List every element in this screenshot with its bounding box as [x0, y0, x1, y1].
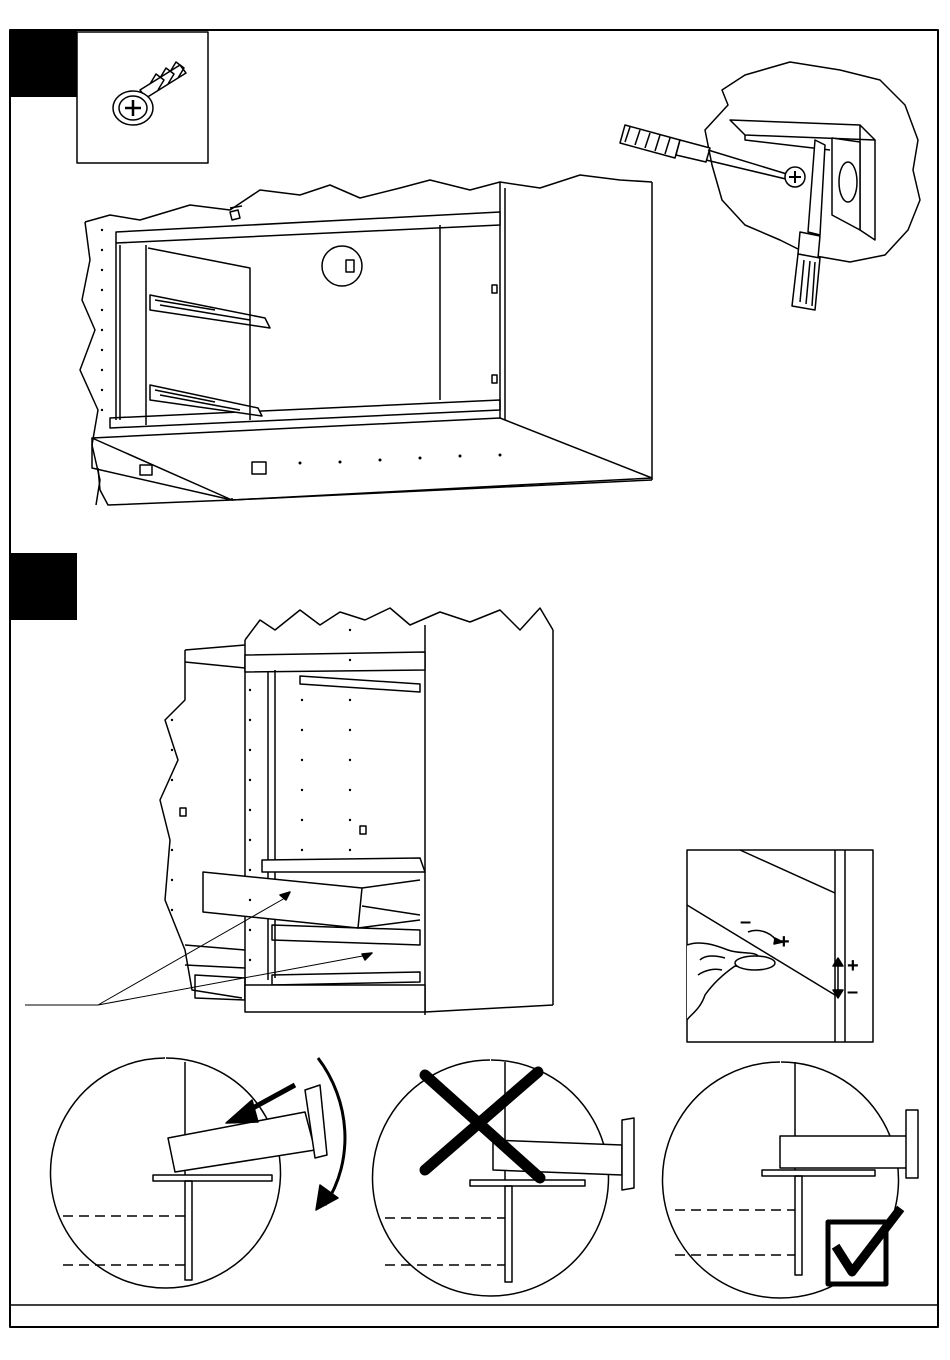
height-plus-sign: + [847, 955, 859, 977]
hand-icon [687, 943, 760, 1020]
drawer-insertion-detail-correct [662, 1062, 918, 1298]
bracket-detail [620, 62, 920, 310]
screwdriver-icon-vertical [792, 140, 825, 310]
cabinet-step1 [80, 175, 652, 505]
step-marker-2 [10, 553, 77, 620]
cabinet-step1-torn-top [85, 175, 652, 222]
height-minus-sign: – [847, 981, 858, 1003]
step-marker-1 [10, 30, 77, 97]
screw-part-box [77, 32, 208, 163]
wardrobe-step2 [25, 608, 553, 1015]
rotate-minus-sign: – [740, 911, 751, 933]
detail-callout-bracket [322, 246, 362, 286]
drawer-insertion-detail-tilted [51, 1058, 345, 1288]
drawer-insertion-detail-incorrect [373, 1060, 634, 1296]
checkmark-icon [828, 1212, 898, 1284]
cross-icon [425, 1072, 540, 1178]
screw-icon [113, 62, 186, 125]
rotate-plus-sign: + [778, 931, 790, 953]
drawer-runner-upper [150, 295, 270, 328]
wardrobe-step2-torn-top [245, 608, 553, 640]
